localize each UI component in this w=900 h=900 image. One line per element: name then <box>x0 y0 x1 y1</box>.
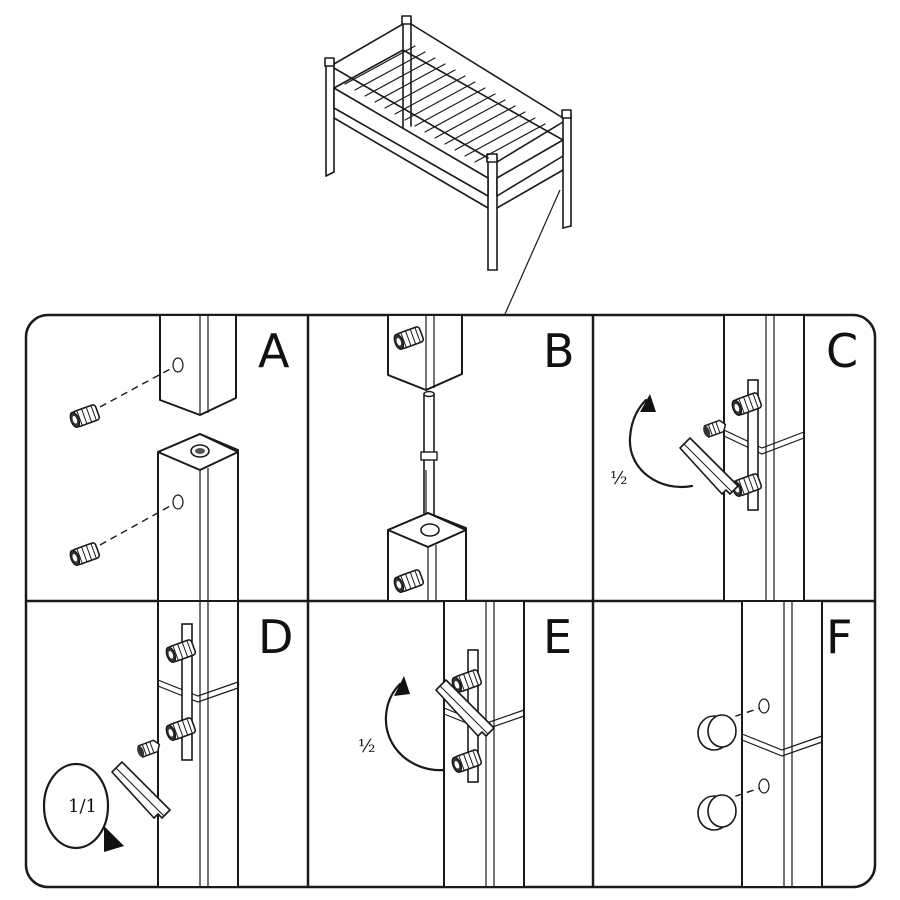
panel-f <box>697 602 823 886</box>
panel-letter-c: C <box>826 324 858 378</box>
bed-illustration <box>324 15 572 271</box>
panel-letter-e: E <box>543 610 572 664</box>
panel-c <box>628 316 805 600</box>
panel-e <box>384 602 525 886</box>
panel-letter-b: B <box>543 324 575 378</box>
panel-letter-a: A <box>258 324 290 378</box>
cover-cap-top <box>697 714 737 751</box>
panel-d <box>42 602 239 886</box>
callout-line <box>504 189 561 315</box>
turn-label-c: ½ <box>610 468 627 489</box>
cover-cap-bottom <box>697 794 737 831</box>
panel-letter-f: F <box>826 610 852 664</box>
panel-b <box>387 316 467 600</box>
turn-label-e: ½ <box>358 736 375 757</box>
panel-a <box>67 316 239 600</box>
panel-letter-d: D <box>258 610 293 664</box>
turn-label-d: 1/1 <box>68 796 97 817</box>
